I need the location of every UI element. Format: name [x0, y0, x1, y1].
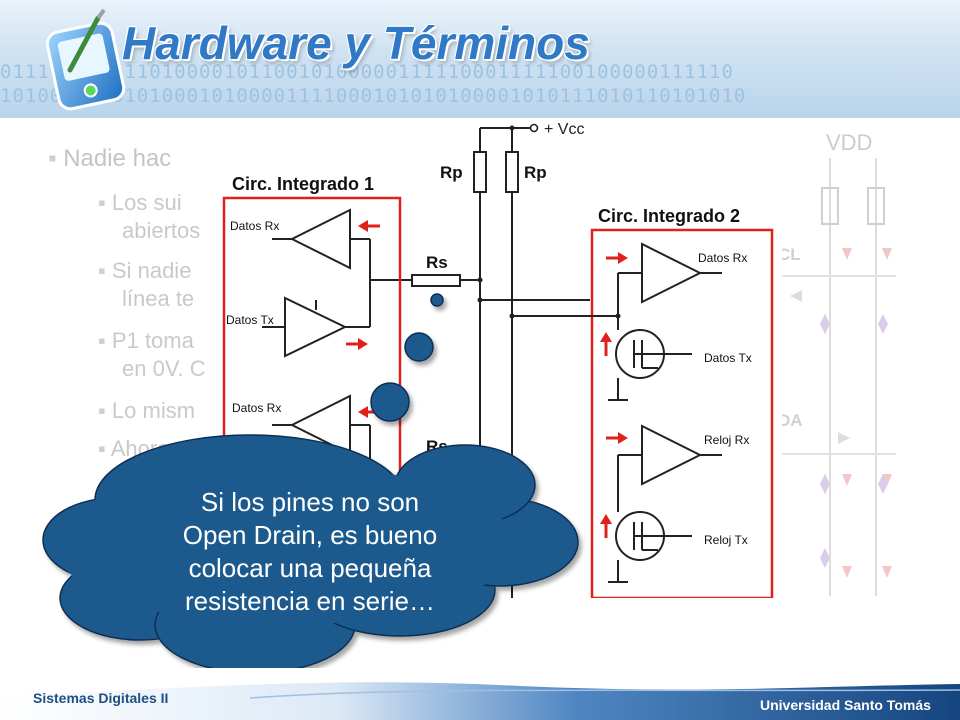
- bg-sub-bullet: ▪ Los sui: [98, 190, 182, 215]
- ic2-pin-label: Reloj Rx: [704, 433, 749, 447]
- rs-label: Rs: [426, 253, 448, 272]
- bg-bullet-main: ▪ Nadie hac: [48, 145, 172, 172]
- rp-label: Rp: [524, 163, 547, 182]
- vdd-label: VDD: [826, 130, 872, 155]
- footer-bar: [0, 668, 960, 720]
- binary-line: 0111110001110100001011001010000011111000…: [0, 61, 734, 83]
- bg-sub-bullet-cont: línea te: [122, 286, 195, 311]
- bg-sub-bullet: ▪ Lo mism: [98, 398, 196, 423]
- ic2-title: Circ. Integrado 2: [598, 206, 740, 226]
- callout-line: colocar una pequeña: [188, 553, 432, 583]
- rp-resistor: [473, 151, 487, 193]
- rp-label: Rp: [440, 163, 463, 182]
- binary-line: 1010001010101000101000011110001010101000…: [0, 85, 747, 107]
- thought-dot: [430, 293, 444, 307]
- ic1-title: Circ. Integrado 1: [232, 174, 374, 194]
- ic1-pin-label: Datos Rx: [230, 219, 279, 233]
- pda-logo-icon: [45, 8, 126, 111]
- page-title: Hardware y Términos: [122, 17, 590, 69]
- callout-line: Open Drain, es bueno: [182, 520, 438, 550]
- ic2-pin-label: Reloj Tx: [704, 533, 748, 547]
- thought-dot: [404, 332, 434, 362]
- bg-sub-bullet: ▪ Si nadie: [98, 258, 192, 283]
- rp-resistor: [505, 151, 519, 193]
- ic2-pin-label: Datos Rx: [698, 251, 747, 265]
- cloud-callout: [42, 293, 579, 674]
- cloud-shape: [42, 434, 579, 674]
- slide-header: 0111110001110100001011001010000011111000…: [0, 0, 960, 118]
- callout-line: resistencia en serie…: [185, 586, 435, 616]
- bg-sub-bullet: ▪ P1 toma: [98, 328, 194, 353]
- bg-sub-bullet-cont: abiertos: [122, 218, 201, 243]
- ic1-pin-label: Datos Tx: [226, 313, 274, 327]
- footer-course-name: Sistemas Digitales II: [33, 690, 169, 706]
- bg-i2c-bus-diagram: VDD CL DA: [760, 130, 896, 596]
- scl-label: CL: [778, 245, 801, 264]
- callout-text: Si los pines no son Open Drain, es bueno…: [120, 486, 500, 618]
- vcc-label: + Vcc: [544, 121, 584, 138]
- circuit-schematic: + Vcc Rp Rp Rs Rs Circ. Integrado 1 Dato…: [222, 121, 782, 598]
- footer-university-name: Universidad Santo Tomás: [760, 697, 931, 713]
- thought-dot: [370, 382, 410, 422]
- sda-label: DA: [778, 411, 803, 430]
- callout-line: Si los pines no son: [200, 487, 420, 517]
- bg-sub-bullet-cont: en 0V. C: [122, 356, 206, 381]
- ic2-pin-label: Datos Tx: [704, 351, 752, 365]
- header-binary-decoration: 0111110001110100001011001010000011111000…: [0, 60, 960, 118]
- ic2-box: [590, 228, 774, 598]
- ic1-pin-label: Datos Rx: [232, 401, 281, 415]
